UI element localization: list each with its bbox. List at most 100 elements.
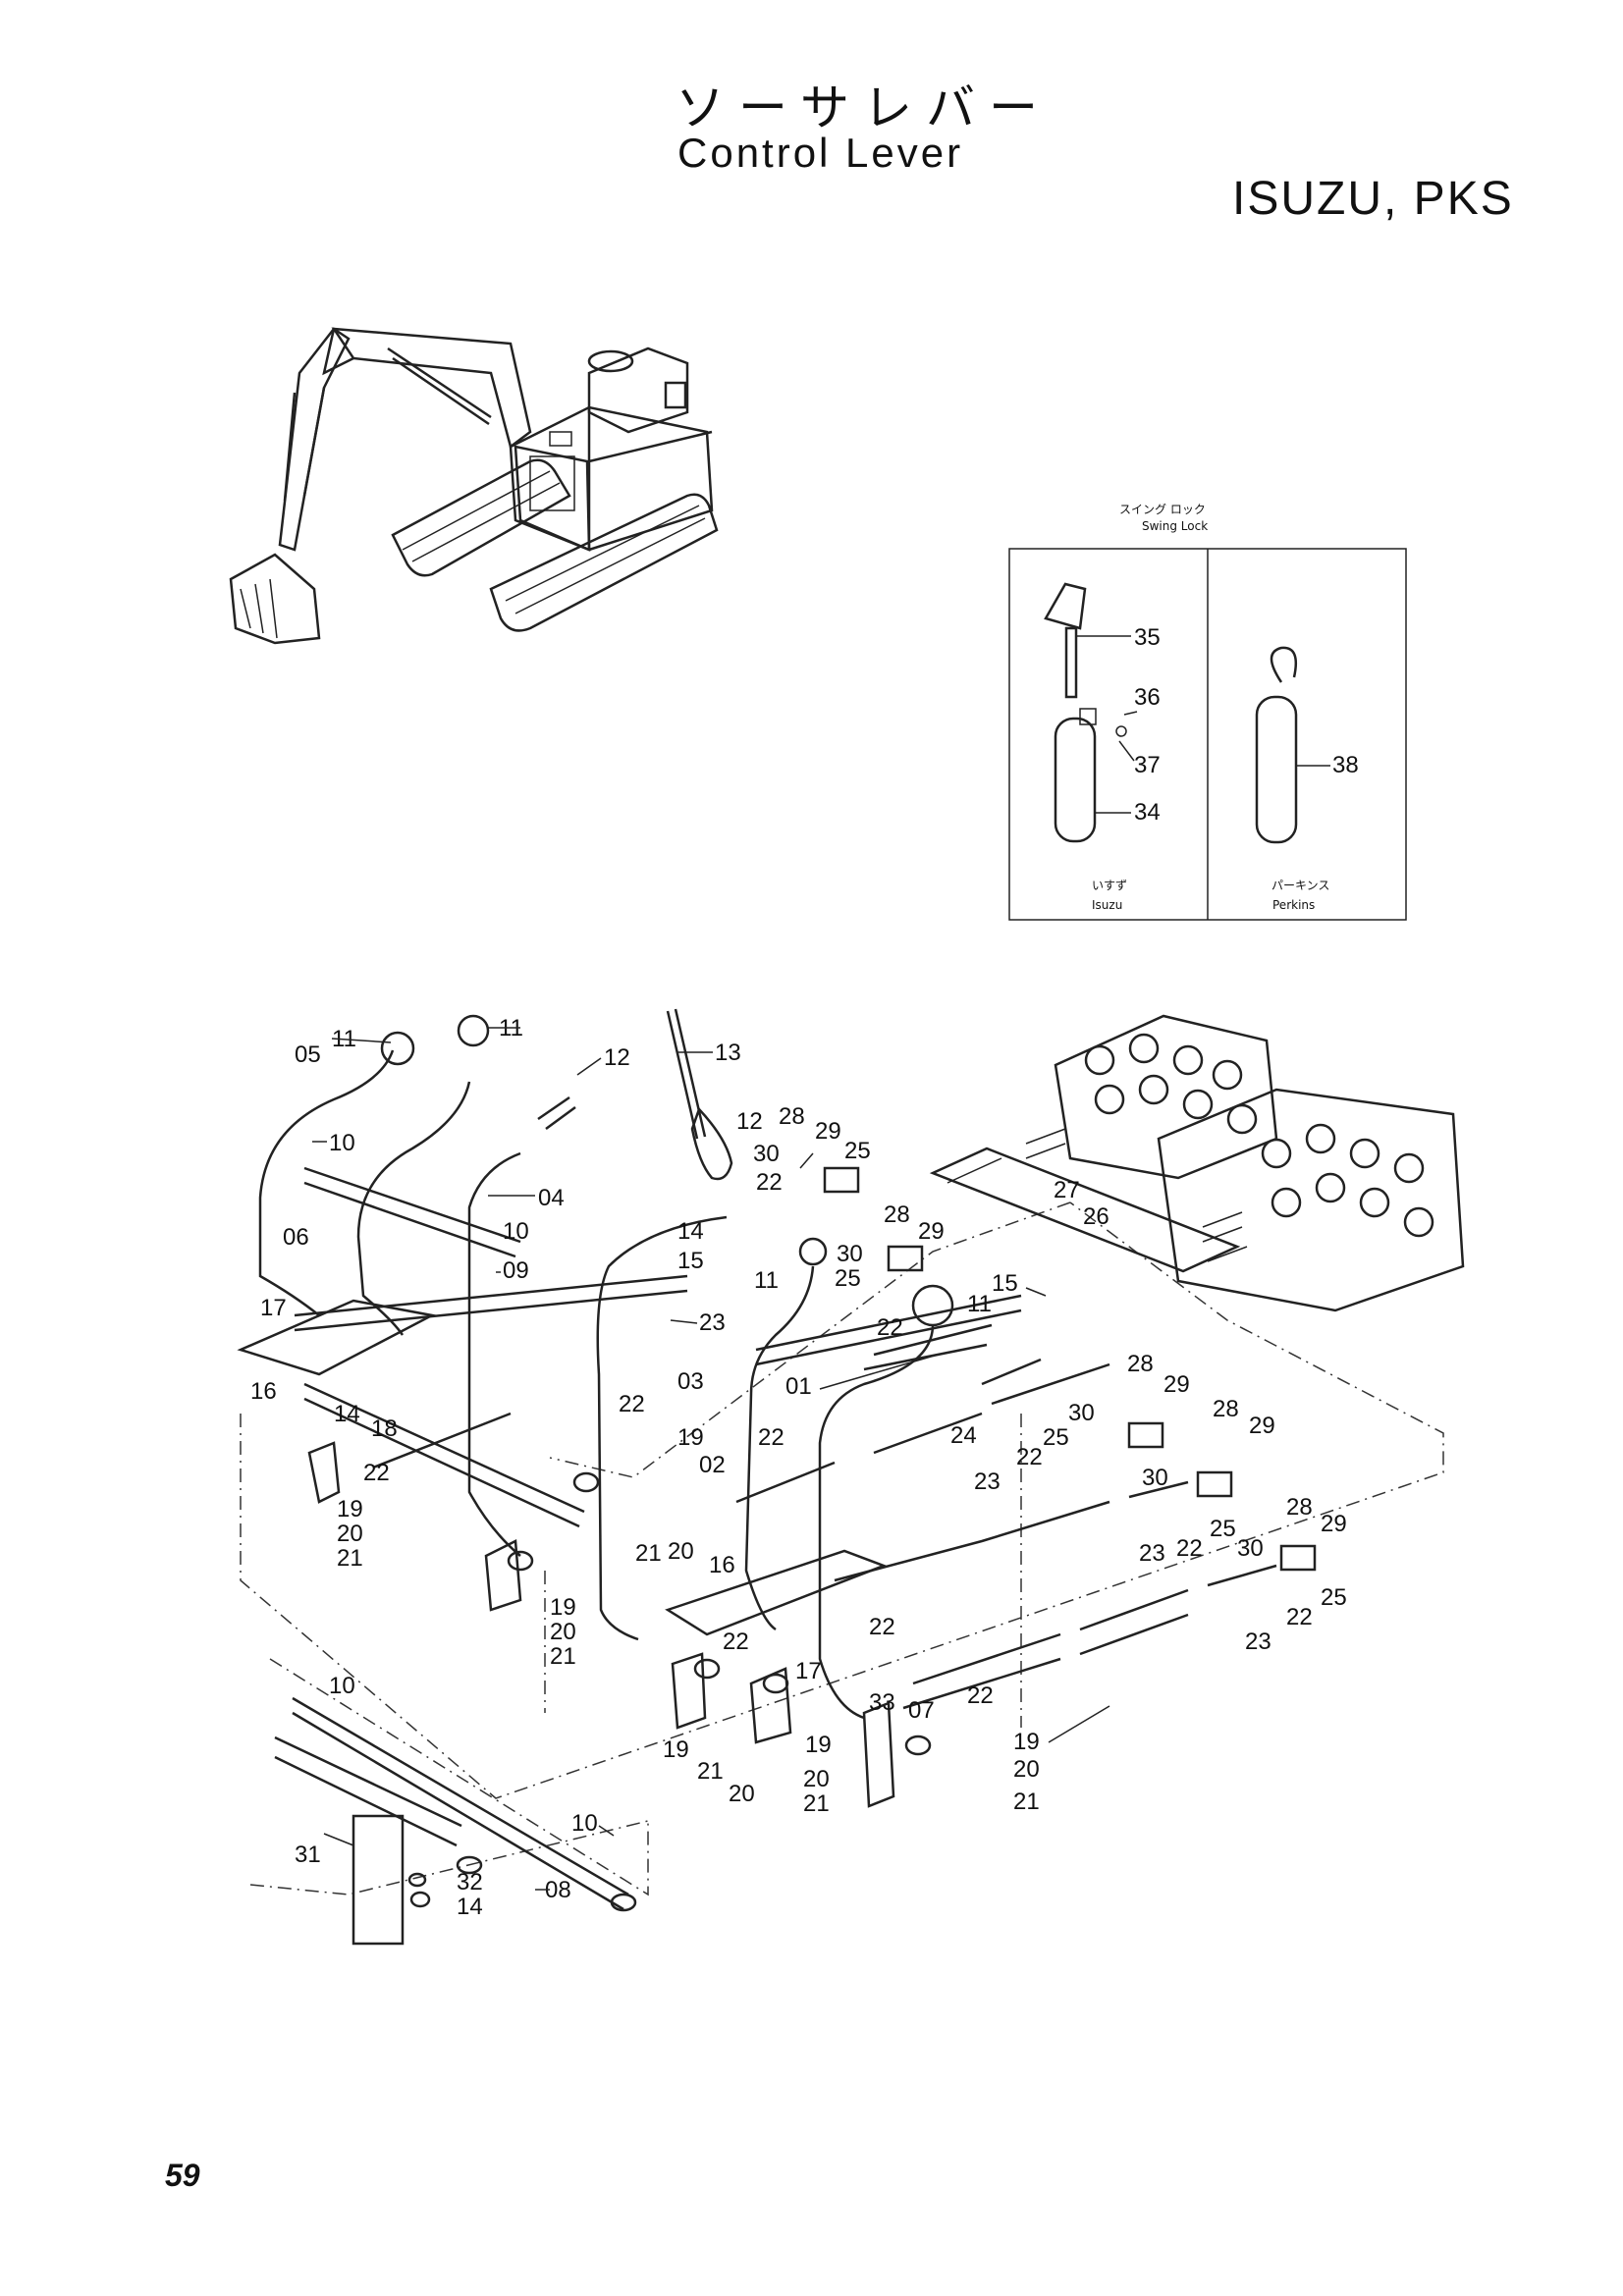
callout: 16	[709, 1552, 735, 1578]
callout: 14	[457, 1894, 483, 1920]
callout: 23	[1245, 1629, 1271, 1655]
callout: 20	[729, 1781, 755, 1807]
callout: 24	[950, 1422, 977, 1449]
callout: 14	[677, 1218, 704, 1245]
callout: 16	[250, 1378, 277, 1405]
callout: 38	[1332, 752, 1359, 778]
callout: 14	[334, 1401, 360, 1427]
callout: 20	[337, 1521, 363, 1547]
callout: 20	[668, 1538, 694, 1565]
callout: 21	[635, 1540, 662, 1567]
callout: 20	[1013, 1756, 1040, 1783]
callout: 19	[677, 1424, 704, 1451]
callout: 02	[699, 1452, 726, 1478]
callout: 25	[1043, 1424, 1069, 1451]
callout: 15	[677, 1248, 704, 1274]
callout: 21	[803, 1790, 830, 1817]
callout: 22	[619, 1391, 645, 1417]
title-japanese: ソーサレバー	[676, 80, 1052, 136]
callout: 34	[1134, 799, 1161, 826]
callout: 10	[503, 1218, 529, 1245]
callout: 29	[1249, 1413, 1275, 1439]
callout: 29	[1321, 1511, 1347, 1537]
callout: 22	[758, 1424, 784, 1451]
inset-left-en: Isuzu	[1092, 898, 1122, 912]
callout: 36	[1134, 684, 1161, 711]
callout: 06	[283, 1224, 309, 1251]
callout: 37	[1134, 752, 1161, 778]
callout: 19	[550, 1594, 576, 1621]
inset-left-jp: いすず	[1092, 879, 1127, 892]
callout: 25	[1321, 1584, 1347, 1611]
callout: 23	[974, 1468, 1001, 1495]
callout: 09	[503, 1257, 529, 1284]
callout: 31	[295, 1842, 321, 1868]
callout: 25	[844, 1138, 871, 1164]
inset-right-jp: パーキンス	[1271, 879, 1329, 892]
callouts: 35 36 37 34 38 05 11 11 12 13 12 10 04 0…	[250, 624, 1359, 1920]
callout: 27	[1054, 1177, 1080, 1203]
callout: 20	[550, 1619, 576, 1645]
callout: 17	[795, 1658, 822, 1684]
callout: 21	[1013, 1789, 1040, 1815]
callout: 22	[869, 1614, 895, 1640]
callout: 23	[699, 1309, 726, 1336]
callout: 28	[1213, 1396, 1239, 1422]
callout: 21	[697, 1758, 724, 1785]
levers-and-linkages	[237, 1008, 1317, 1808]
callout: 22	[877, 1314, 903, 1341]
callout: 10	[571, 1810, 598, 1837]
callout: 22	[1176, 1535, 1203, 1562]
callout: 25	[1210, 1516, 1236, 1542]
callout: 30	[837, 1241, 863, 1267]
callout: 26	[1083, 1203, 1109, 1230]
lower-stand-assembly	[274, 1696, 637, 1946]
callout: 20	[803, 1766, 830, 1792]
callout: 22	[723, 1629, 749, 1655]
callout: 12	[736, 1108, 763, 1135]
model-label: ISUZU, PKS	[1232, 173, 1514, 225]
callout: 28	[1127, 1351, 1154, 1377]
callout: 19	[337, 1496, 363, 1522]
callout: 07	[908, 1697, 935, 1724]
callout: 12	[604, 1044, 630, 1071]
assembly-outline	[240, 1201, 1444, 1896]
callout: 28	[1286, 1494, 1313, 1521]
callout: 04	[538, 1185, 565, 1211]
callout: 19	[1013, 1729, 1040, 1755]
callout: 11	[754, 1267, 779, 1294]
callout: 28	[884, 1201, 910, 1228]
callout: 30	[753, 1141, 780, 1167]
callout: 05	[295, 1041, 321, 1068]
callout: 19	[663, 1736, 689, 1763]
page-number: 59	[165, 2158, 200, 2193]
callout: 22	[1286, 1604, 1313, 1630]
callout: 19	[805, 1732, 832, 1758]
callout: 25	[835, 1265, 861, 1292]
callout: 30	[1237, 1535, 1264, 1562]
callout: 22	[363, 1460, 390, 1486]
callout: 03	[677, 1368, 704, 1395]
callout: 21	[337, 1545, 363, 1572]
callout: 33	[869, 1689, 895, 1716]
callout: 30	[1142, 1465, 1168, 1491]
callout: 13	[715, 1040, 741, 1066]
callout: 30	[1068, 1400, 1095, 1426]
callout: 22	[756, 1169, 783, 1196]
callout: 32	[457, 1869, 483, 1896]
callout: 15	[992, 1270, 1018, 1297]
callout: 21	[550, 1643, 576, 1670]
callout: 35	[1134, 624, 1161, 651]
title-english: Control Lever	[677, 130, 964, 176]
callout: 22	[1016, 1444, 1043, 1470]
callout: 11	[967, 1291, 992, 1317]
callout: 28	[779, 1103, 805, 1130]
callout: 01	[785, 1373, 812, 1400]
swing-lock-inset: スイング ロック Swing Lock いすず Isuzu パーキンス Perk…	[1008, 503, 1407, 921]
callout: 10	[329, 1130, 355, 1156]
callout: 17	[260, 1295, 287, 1321]
callout: 18	[371, 1415, 398, 1442]
inset-heading-jp: スイング ロック	[1119, 503, 1206, 516]
callout: 22	[967, 1682, 994, 1709]
